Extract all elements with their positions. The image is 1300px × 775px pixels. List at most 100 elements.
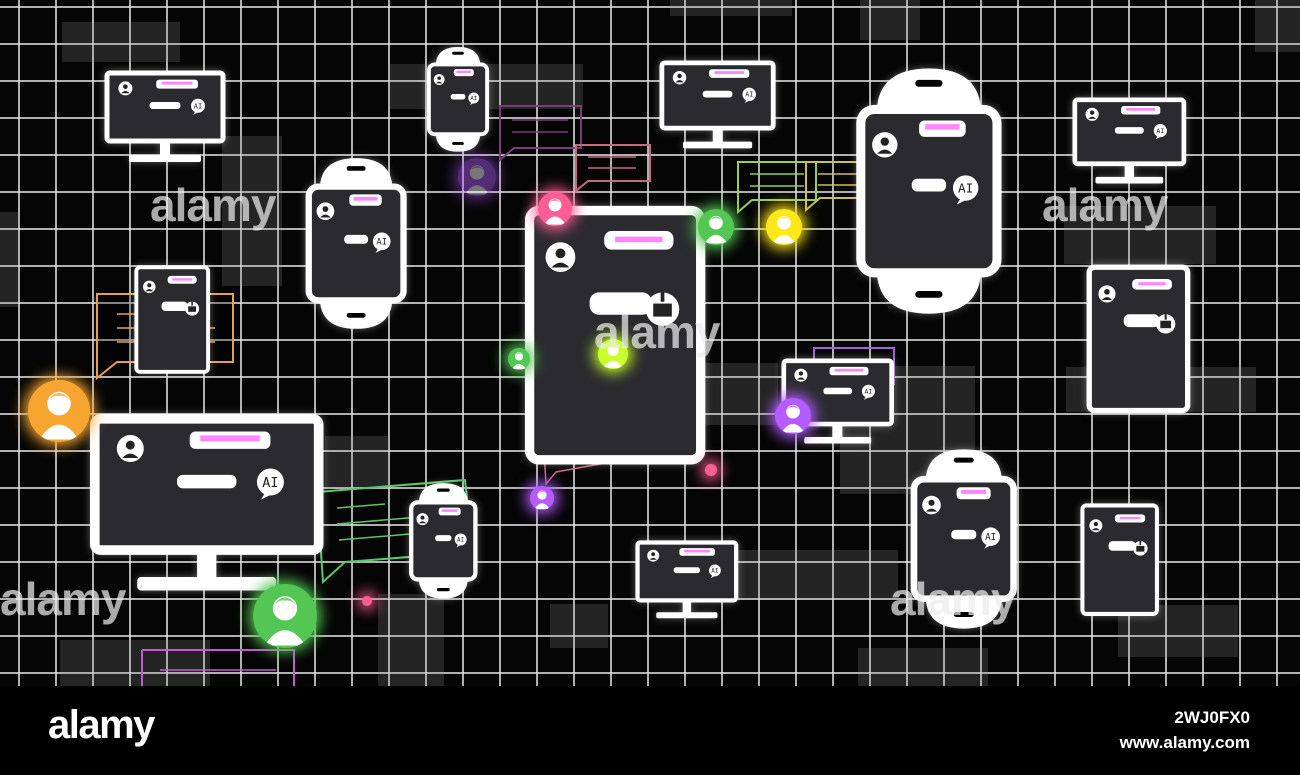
monitor-device: AI: [781, 358, 894, 458]
smartwatch-device: AI: [854, 64, 1004, 318]
smartwatch-device: AI: [304, 155, 408, 332]
user-avatar-icon: [116, 435, 144, 463]
user-avatar-icon: [1089, 519, 1103, 533]
monitor-device: AI: [659, 60, 776, 164]
user-avatar-icon: [698, 209, 734, 245]
device-screen-icon: [1086, 264, 1191, 414]
device-screen-icon: AI: [409, 483, 478, 599]
ai-bubble-icon: AI: [742, 87, 756, 104]
scene: AI AI AI AI AI AI AI AI AI AI AI alamy a…: [0, 0, 1300, 686]
grey-patch: [860, 0, 920, 40]
device-screen-icon: AI: [659, 60, 776, 149]
monitor-device-large: AI: [89, 413, 324, 621]
grey-patch: [325, 436, 389, 488]
monitor-device: AI: [104, 70, 226, 178]
user-avatar-icon: [672, 70, 687, 85]
grey-patch: [670, 0, 792, 16]
grey-patch: [62, 22, 180, 62]
user-avatar-icon: [598, 339, 628, 369]
user-avatar-icon: [530, 486, 554, 510]
tablet-device: [1086, 264, 1191, 414]
user-avatar-icon: [416, 513, 429, 526]
user-avatar-icon: [1098, 285, 1116, 303]
device-screen-icon: AI: [104, 70, 226, 162]
robot-icon: [185, 301, 200, 316]
device-screen-icon: AI: [910, 449, 1017, 629]
smartwatch-device: AI: [909, 446, 1019, 632]
user-avatar-icon: [872, 132, 898, 158]
user-avatar-icon: [316, 202, 335, 221]
footer-url: www.alamy.com: [1119, 733, 1250, 752]
monitor-device: AI: [635, 540, 739, 632]
svg-text:AI: AI: [745, 91, 753, 99]
svg-text:AI: AI: [470, 96, 477, 102]
user-avatar-icon: [1085, 107, 1099, 121]
svg-text:AI: AI: [457, 537, 465, 544]
svg-text:AI: AI: [958, 181, 973, 196]
device-screen-icon: AI: [1072, 97, 1187, 184]
user-avatar-icon: [922, 495, 941, 515]
device-screen-icon: [134, 265, 211, 374]
robot-icon: [645, 292, 680, 326]
status-dot: [362, 596, 372, 606]
user-avatar-icon: [28, 380, 90, 442]
tablet-device: [134, 265, 211, 374]
svg-text:AI: AI: [376, 238, 387, 248]
user-avatar-icon: [538, 192, 572, 226]
svg-text:AI: AI: [985, 532, 996, 543]
ai-bubble-icon: AI: [372, 232, 391, 253]
watermark: alamy: [1042, 179, 1168, 231]
ai-bubble-icon: AI: [191, 98, 205, 115]
status-dot: [705, 464, 717, 476]
grey-patch: [378, 594, 444, 686]
chat-bubble-icon: [736, 160, 818, 215]
grey-patch: [222, 136, 282, 286]
stock-footer: alamy 2WJ0FX0 www.alamy.com: [0, 686, 1300, 775]
ai-bubble-icon: AI: [952, 175, 979, 205]
grey-patch: [1064, 206, 1216, 264]
footer-brand-logo: alamy: [48, 703, 155, 747]
ai-bubble-icon: AI: [861, 384, 875, 400]
user-avatar-icon: [253, 584, 317, 648]
user-avatar-icon: [458, 158, 496, 196]
user-avatar-icon: [794, 368, 808, 382]
ai-bubble-icon: AI: [454, 533, 467, 548]
user-avatar-icon: [545, 242, 576, 272]
smartwatch-device: AI: [426, 45, 490, 154]
ai-bubble-icon: AI: [256, 468, 284, 500]
user-avatar-icon: [647, 549, 660, 562]
user-avatar-icon: [433, 74, 445, 85]
chat-bubble-icon: [140, 648, 296, 686]
device-screen-icon: AI: [305, 158, 407, 329]
user-avatar-icon: [143, 280, 156, 294]
chat-bubble-icon: [498, 104, 583, 163]
svg-text:AI: AI: [194, 102, 202, 110]
grey-patch: [858, 648, 988, 686]
user-avatar-icon: [118, 81, 133, 96]
svg-text:AI: AI: [1156, 127, 1164, 135]
user-avatar-icon: [766, 209, 802, 245]
smartwatch-device: AI: [408, 481, 479, 601]
ai-bubble-icon: AI: [1153, 124, 1167, 140]
grey-patch: [728, 550, 898, 598]
footer-image-id: 2WJ0FX0: [1174, 708, 1250, 727]
watermark: alamy: [594, 306, 720, 358]
watermark: alamy: [0, 573, 126, 625]
device-screen-icon: [524, 205, 706, 465]
ai-bubble-icon: AI: [981, 527, 1000, 549]
user-avatar-icon: [775, 398, 811, 434]
svg-text:AI: AI: [262, 475, 278, 491]
device-screen-icon: AI: [856, 68, 1002, 314]
watermark: alamy: [150, 179, 276, 231]
monitor-device: AI: [1072, 97, 1187, 199]
grey-patch: [0, 212, 18, 307]
chat-bubble-icon: [574, 143, 652, 194]
device-screen-icon: AI: [781, 358, 894, 444]
robot-icon: [1156, 314, 1176, 334]
ai-bubble-icon: AI: [468, 92, 480, 106]
watermark: alamy: [890, 573, 1016, 625]
tablet-device-large: [524, 205, 706, 465]
grey-patch: [1255, 0, 1300, 52]
svg-text:AI: AI: [865, 388, 873, 396]
tablet-device: [1080, 503, 1159, 616]
